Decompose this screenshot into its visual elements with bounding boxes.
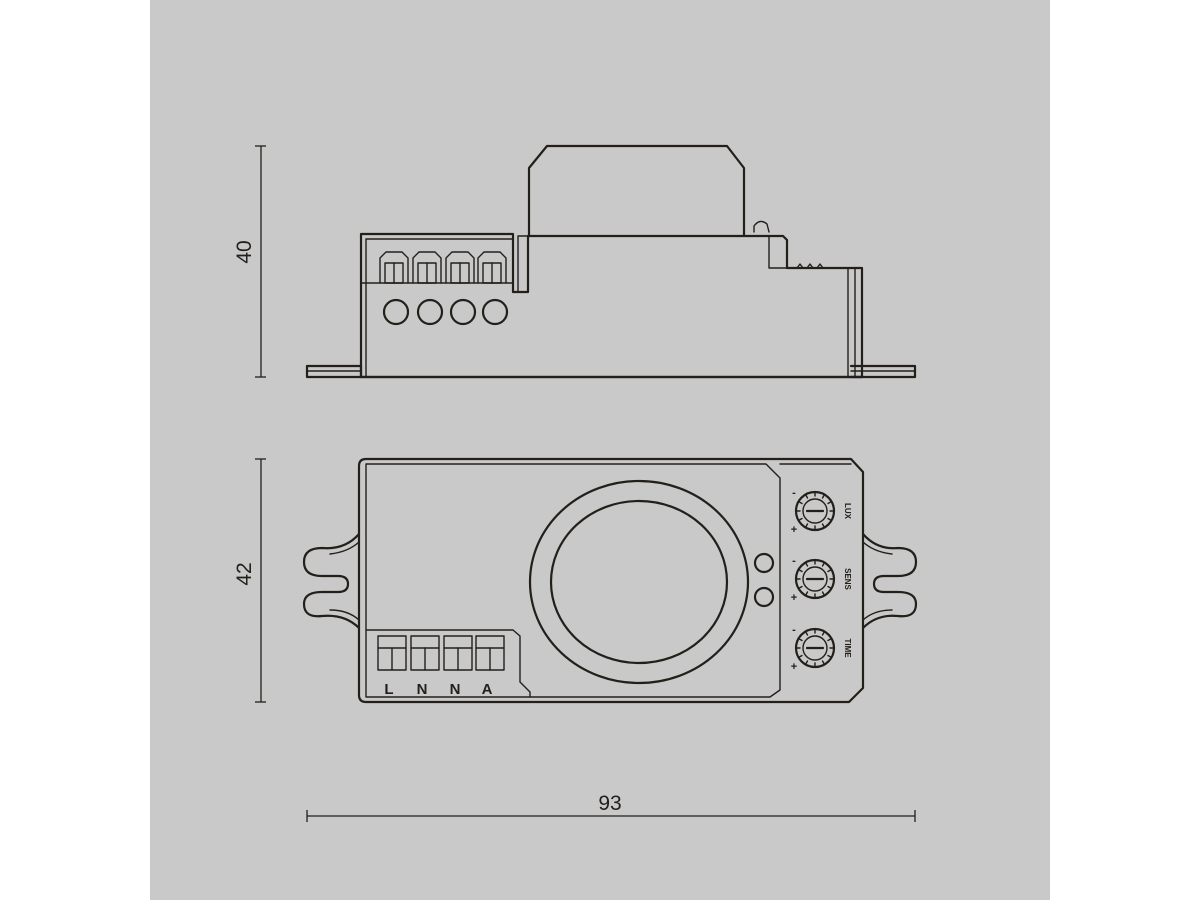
right-ear-inner — [862, 541, 893, 621]
left-ear-inner — [329, 541, 360, 621]
knob-dial — [802, 498, 828, 524]
side-right-wall — [847, 267, 856, 378]
side-terminal-screw — [445, 251, 475, 284]
side-step-edge — [517, 235, 529, 293]
sensor-lens — [549, 499, 729, 665]
terminal-label: N — [417, 681, 428, 698]
side-inner-edge — [365, 238, 514, 378]
knob-label: LUX — [843, 503, 852, 520]
knob-plus: + — [791, 661, 797, 673]
terminal-cell — [410, 635, 440, 671]
left-mount-ear — [302, 532, 361, 630]
knob-ring — [794, 558, 836, 600]
dimension-height-side-label: 40 — [233, 240, 256, 263]
terminal-label: A — [482, 681, 493, 698]
dimension-height-top: 42 — [233, 458, 266, 703]
knob-dial — [802, 566, 828, 592]
knob-ring — [794, 627, 836, 669]
side-right-step — [768, 235, 788, 269]
terminal-block-outline — [365, 629, 531, 698]
side-terminal-screw — [412, 251, 442, 284]
knob-sens: + - SENS — [791, 555, 852, 604]
knob-dial — [802, 635, 828, 661]
dimension-height-top-label: 42 — [233, 562, 256, 585]
sensor-dome — [527, 144, 746, 238]
knob-lux: + - LUX — [791, 487, 852, 536]
top-view: L N N A + - LUX + - SENS + - TIME — [302, 457, 918, 704]
side-terminal-block — [379, 251, 507, 284]
terminal-cell — [377, 635, 407, 671]
terminal-cell — [443, 635, 473, 671]
drawing-panel — [150, 0, 1050, 900]
top-housing — [357, 457, 865, 704]
top-inner-panel — [365, 463, 781, 698]
knob-minus: - — [792, 487, 796, 499]
knob-label: SENS — [843, 568, 852, 590]
terminal-label: N — [450, 681, 461, 698]
indicator-led — [753, 552, 775, 574]
knob-plus: + — [791, 592, 797, 604]
wire-hole — [449, 298, 477, 326]
side-terminal-screw — [379, 251, 409, 284]
terminal-label: L — [384, 681, 393, 698]
terminal-cell — [475, 635, 505, 671]
dimension-width-label: 93 — [598, 792, 621, 815]
knob-minus: - — [792, 555, 796, 567]
sensor-lens-ring — [528, 479, 750, 685]
adjustment-knobs: + - LUX + - SENS + - TIME — [791, 487, 852, 673]
dimension-height-side: 40 — [233, 145, 266, 378]
top-terminal-block — [377, 635, 505, 671]
side-view — [305, 144, 917, 379]
indicator-led — [753, 586, 775, 608]
wire-hole — [416, 298, 444, 326]
dimension-width: 93 — [306, 792, 916, 822]
knob-plus: + — [791, 524, 797, 536]
wire-hole — [382, 298, 410, 326]
side-terminal-screw — [477, 251, 507, 284]
knob-ring — [794, 490, 836, 532]
knob-minus: - — [792, 624, 796, 636]
knob-label: TIME — [843, 638, 852, 658]
right-mount-ear — [861, 532, 918, 630]
knob-time: + - TIME — [791, 624, 852, 673]
side-housing — [359, 232, 864, 379]
vent-ticks — [796, 263, 824, 269]
side-bump — [753, 220, 770, 233]
wire-hole — [481, 298, 509, 326]
